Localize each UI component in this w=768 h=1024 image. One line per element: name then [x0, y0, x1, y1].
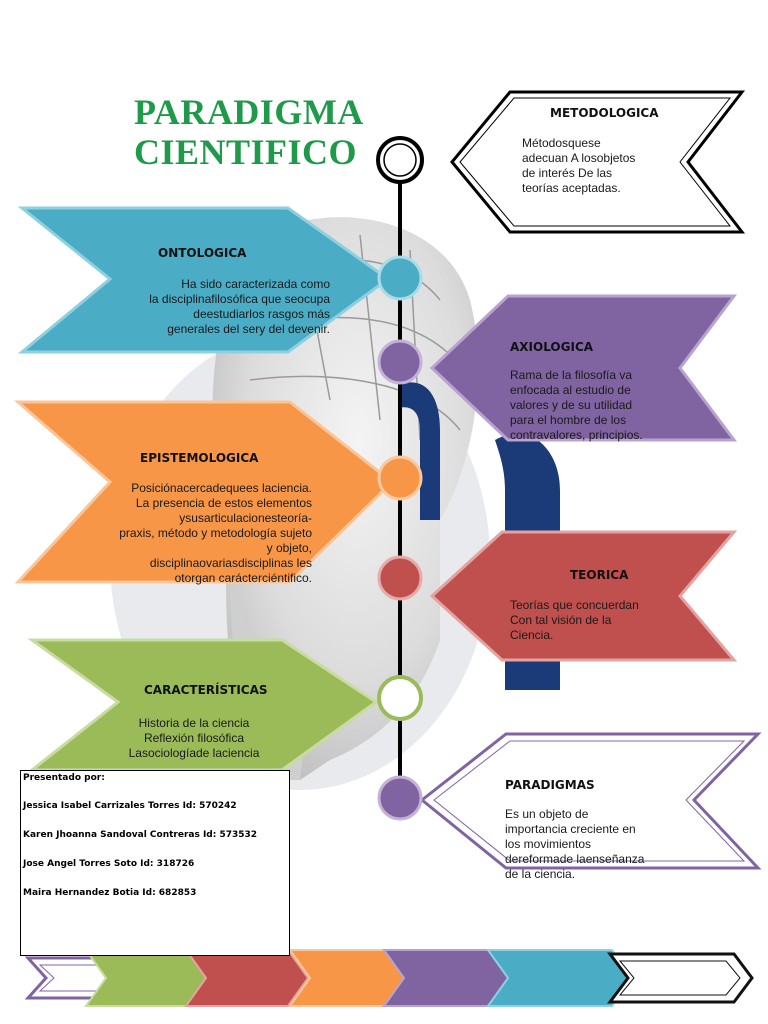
timeline-node-epistemologica — [377, 455, 423, 501]
paradigmas-line: los movimientos — [505, 837, 592, 851]
epistemologica-text: Posiciónacercadequees laciencia. La pres… — [82, 481, 312, 586]
footer-chevron-7-mark — [618, 960, 741, 996]
timeline-node-caracteristicas — [377, 675, 423, 721]
epistemologica-heading: EPISTEMOLOGICA — [140, 451, 259, 465]
epistemologica-line: ysusarticulacionesteoría- — [179, 511, 312, 525]
metodologica-arrow-inner — [459, 97, 732, 227]
epistemologica-arrow — [13, 400, 395, 584]
footer-chevron-5 — [382, 949, 512, 1007]
ontologica-line: la disciplinafilosófica que seocupa — [149, 292, 330, 306]
credits-box: Presentado por: Jessica Isabel Carrizale… — [20, 770, 290, 956]
paradigmas-line: de la ciencia. — [505, 867, 576, 881]
axiologica-line: contravalores, principios. — [510, 428, 643, 442]
timeline-node-ontologica — [377, 255, 423, 301]
epistemologica-line: disciplinaovariasdisciplinas les — [149, 556, 312, 570]
footer-chevron-7 — [607, 952, 754, 1004]
caracteristicas-line: Lasociologíade laciencia — [128, 746, 260, 760]
page-title: PARADIGMA CIENTIFICO — [134, 92, 384, 172]
ontologica-line: Ha sido caracterizada como — [181, 277, 330, 291]
timeline-node-teorica — [377, 555, 423, 601]
axiologica-text: Rama de la filosofía va enfocada al estu… — [510, 368, 680, 443]
epistemologica-line: y objeto, — [266, 541, 312, 555]
footer-chevron-6 — [486, 949, 634, 1007]
metodologica-heading: METODOLOGICA — [550, 106, 659, 120]
timeline-node-top-inner — [383, 143, 417, 177]
teorica-line: Teorías que concuerdan — [510, 598, 639, 612]
epistemologica-line: Posiciónacercadequees laciencia. — [131, 481, 312, 495]
caracteristicas-heading: CARACTERÍSTICAS — [144, 683, 268, 697]
axiologica-line: enfocada al estudio de — [510, 383, 631, 397]
timeline-node-paradigmas — [377, 775, 423, 821]
credits-label: Presentado por: — [23, 773, 105, 783]
credits-name: Karen Jhoanna Sandoval Contreras Id: 573… — [23, 830, 258, 840]
axiologica-line: Rama de la filosofía va — [510, 368, 633, 382]
credits-name: Maira Hernandez Botia Id: 682853 — [23, 888, 197, 898]
axiologica-heading: AXIOLOGICA — [510, 340, 594, 354]
footer-chevron-strip — [24, 949, 754, 1007]
paradigmas-text: Es un objeto de importancia creciente en… — [505, 807, 671, 882]
ontologica-line: generales del sery del devenir. — [167, 322, 330, 336]
axiologica-arrow — [429, 294, 737, 442]
ontologica-heading: ONTOLOGICA — [158, 246, 247, 260]
paradigmas-line: dereformade laenseñanza — [505, 852, 645, 866]
teorica-heading: TEORICA — [570, 568, 629, 582]
teorica-arrow — [429, 530, 738, 662]
title-line-1: PARADIGMA — [134, 92, 364, 132]
metodologica-text: Métodosquese adecuan A losobjetos de int… — [522, 136, 682, 196]
metodologica-arrow — [450, 90, 746, 234]
epistemologica-line: La presencia de estos elementos — [135, 496, 312, 510]
credits-name: Jose Angel Torres Soto Id: 318726 — [23, 859, 195, 869]
metodologica-line: adecuan A losobjetos — [522, 151, 636, 165]
metodologica-line: Métodosquese — [522, 136, 601, 150]
timeline-node-axiologica — [377, 339, 423, 385]
paradigmas-line: Es un objeto de — [505, 807, 589, 821]
axiologica-line: valores y de su utilidad — [510, 398, 633, 412]
teorica-text: Teorías que concuerdan Con tal visión de… — [510, 598, 670, 643]
metodologica-line: teorías aceptadas. — [522, 181, 621, 195]
paradigmas-arrow-inner — [433, 740, 746, 862]
ontologica-line: deestudiarlos rasgos más — [193, 307, 330, 321]
paradigmas-heading: PARADIGMAS — [505, 778, 595, 792]
caracteristicas-text: Historia de la ciencia Reflexión filosóf… — [112, 716, 276, 761]
metodologica-line: de interés De las — [522, 166, 613, 180]
paradigmas-line: importancia creciente en — [505, 822, 636, 836]
caracteristicas-line: Historia de la ciencia — [138, 716, 250, 730]
teorica-line: Ciencia. — [510, 628, 554, 642]
epistemologica-line: praxis, método y metodología sujeto — [119, 526, 312, 540]
credits-name: Jessica Isabel Carrizales Torres Id: 570… — [23, 801, 237, 811]
blue-arch-left — [398, 382, 440, 520]
teorica-line: Con tal visión de la — [510, 613, 612, 627]
ontologica-arrow — [17, 206, 391, 354]
ontologica-text: Ha sido caracterizada como la disciplina… — [108, 277, 330, 337]
title-line-2: CIENTIFICO — [134, 132, 358, 172]
epistemologica-line: otorgan carácterciéntifico. — [174, 571, 312, 585]
caracteristicas-line: Reflexión filosófica — [143, 731, 245, 745]
axiologica-line: para el hombre de los — [510, 413, 627, 427]
